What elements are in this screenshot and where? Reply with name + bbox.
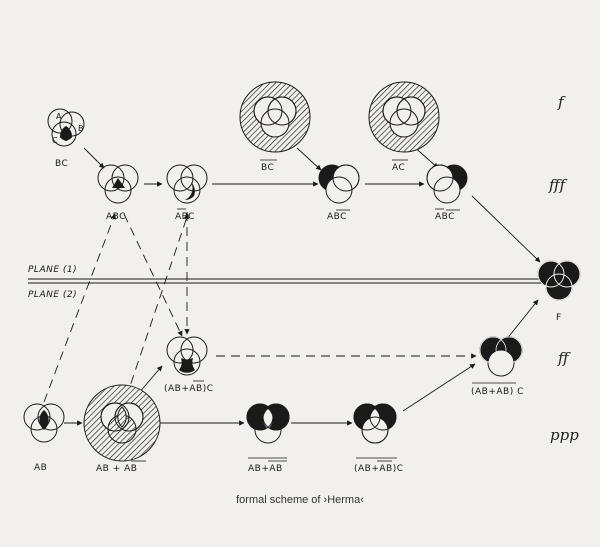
venn-nabc [166,164,208,204]
dynamic-marking-1: f [557,93,566,111]
dynamic-marking-4: ppp [550,426,579,444]
venn-bc: A B C [47,108,85,147]
label-nbc: BC [261,163,274,173]
label-ab: AB [34,463,47,473]
label-abnab-c2: (AB+AB)C [354,464,404,474]
label-n-ab-plus: AB+AB [248,464,283,474]
venn-ab [23,403,65,443]
venn-abc [97,164,139,204]
venn-nanbc [426,164,468,204]
label-abnab-c: (AB+AB)C [164,384,214,394]
dynamic-marking-2: fff [548,176,568,194]
label-anbc: ABC [327,212,347,222]
plane-1-label: PLANE (1) [28,265,77,275]
circle-letter-c: C [52,136,58,145]
label-bc: BC [55,159,68,169]
label-nac: AC [392,163,405,173]
label-ab-plus: AB + AB [96,464,137,474]
label-n-abnab-c: (AB+AB) C [471,387,524,397]
label-nabc: ABC [175,212,195,222]
venn-n-ab-plus [246,403,290,444]
figure-caption: formal scheme of ›Herma‹ [236,494,364,506]
hatched-venn-nac [368,81,440,153]
label-f: F [556,313,562,323]
dashed-arrows [43,212,477,403]
circle-letter-a: A [56,112,62,121]
label-abc: ABC [106,212,126,222]
solid-arrows [64,144,541,426]
venn-anbc [318,164,360,204]
venn-n-abnab-c [479,336,523,377]
venn-abnab-c [166,336,208,376]
circle-letter-b: B [78,124,84,133]
hatched-venn-nbc [239,81,311,153]
dynamic-marking-3: ff [557,349,571,367]
label-nanbc: ABC [435,212,455,222]
venn-f [537,260,581,301]
venn-abnab-c2 [353,403,397,444]
hatched-venn-ab-plus [83,384,161,462]
plane-divider [28,278,545,284]
plane-2-label: PLANE (2) [28,290,77,300]
